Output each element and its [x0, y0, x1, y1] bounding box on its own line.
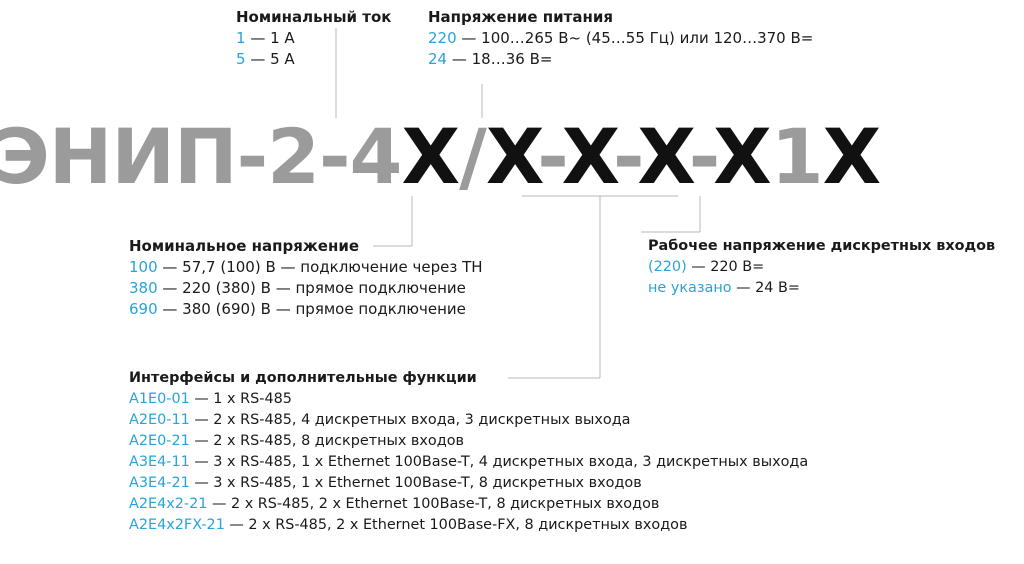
option-row: 380 — 220 (380) В — прямое подключение [129, 278, 483, 299]
option-desc: — 5 А [245, 50, 295, 68]
option-code: A1E0-01 [129, 391, 190, 407]
supply-block: Напряжение питания 220 — 100…265 В~ (45…… [428, 7, 813, 70]
option-desc: — 3 x RS-485, 1 x Ethernet 100Base-T, 4 … [189, 454, 809, 470]
code-x-voltage: X [561, 112, 614, 201]
current-title: Номинальный ток [236, 8, 392, 26]
discrete-block: Рабочее напряжение дискретных входов (22… [648, 236, 995, 299]
option-row: 5 — 5 А [236, 49, 391, 70]
option-desc: — 1 А [245, 29, 295, 47]
supply-title: Напряжение питания [428, 8, 613, 26]
code-dash: - [613, 112, 638, 201]
interfaces-title: Интерфейсы и дополнительные функции [129, 370, 477, 386]
code-prefix: ЭНИП-2-4 [0, 112, 402, 201]
option-code: 1 [236, 29, 246, 47]
option-desc: — 100…265 В~ (45…55 Гц) или 120…370 В= [456, 29, 814, 47]
option-row: A3E4-11 — 3 x RS-485, 1 x Ethernet 100Ba… [129, 452, 808, 473]
option-desc: — 220 В= [686, 259, 765, 275]
option-code: A2E4x2FX-21 [129, 517, 225, 533]
option-code: A2E0-21 [129, 433, 190, 449]
option-row: A2E4x2FX-21 — 2 x RS-485, 2 x Ethernet 1… [129, 515, 808, 536]
option-row: 24 — 18…36 В= [428, 49, 813, 70]
code-x-supply: X [485, 112, 538, 201]
option-code: (220) [648, 259, 687, 275]
option-row: (220) — 220 В= [648, 257, 995, 278]
option-row: 1 — 1 А [236, 28, 391, 49]
option-code: 380 [129, 279, 158, 297]
option-desc: — 2 x RS-485, 8 дискретных входов [189, 433, 464, 449]
option-desc: — 2 x RS-485, 2 x Ethernet 100Base-T, 8 … [207, 496, 660, 512]
voltage-block: Номинальное напряжение 100 — 57,7 (100) … [129, 236, 483, 320]
part-code: ЭНИП-2-4X/X-X-X-X1X [0, 112, 882, 202]
option-row: 690 — 380 (690) В — прямое подключение [129, 299, 483, 320]
option-desc: — 24 В= [731, 280, 800, 296]
option-code: 24 [428, 50, 448, 68]
option-row: A2E0-11 — 2 x RS-485, 4 дискретных входа… [129, 410, 808, 431]
discrete-title: Рабочее напряжение дискретных входов [648, 238, 996, 254]
option-desc: — 57,7 (100) В — подключение через ТН [157, 258, 483, 276]
code-slash: / [459, 112, 487, 201]
option-code: 220 [428, 29, 457, 47]
code-one: 1 [770, 112, 824, 201]
option-row: 220 — 100…265 В~ (45…55 Гц) или 120…370 … [428, 28, 813, 49]
interfaces-block: Интерфейсы и дополнительные функции A1E0… [129, 368, 808, 536]
option-code: A2E4x2-21 [129, 496, 208, 512]
option-desc: — 3 x RS-485, 1 x Ethernet 100Base-T, 8 … [189, 475, 642, 491]
option-row: не указано — 24 В= [648, 278, 995, 299]
code-x-interface-2: X [713, 112, 772, 201]
option-code: не указано [648, 280, 732, 296]
code-x-current: X [401, 112, 460, 201]
option-row: A2E0-21 — 2 x RS-485, 8 дискретных входо… [129, 431, 808, 452]
code-x-discrete: X [822, 112, 882, 201]
code-dash: - [688, 112, 714, 201]
option-code: A3E4-21 [129, 475, 190, 491]
option-code: 5 [236, 50, 246, 68]
option-row: A2E4x2-21 — 2 x RS-485, 2 x Ethernet 100… [129, 494, 808, 515]
option-desc: — 18…36 В= [447, 50, 553, 68]
option-row: A1E0-01 — 1 x RS-485 [129, 389, 808, 410]
option-desc: — 220 (380) В — прямое подключение [157, 279, 466, 297]
voltage-title: Номинальное напряжение [129, 237, 360, 255]
option-code: 100 [129, 258, 158, 276]
option-code: A3E4-11 [129, 454, 190, 470]
option-code: A2E0-11 [129, 412, 190, 428]
option-code: 690 [129, 300, 158, 318]
code-dash: - [537, 112, 562, 201]
option-desc: — 2 x RS-485, 2 x Ethernet 100Base-FX, 8… [224, 517, 688, 533]
option-desc: — 380 (690) В — прямое подключение [157, 300, 466, 318]
current-block: Номинальный ток 1 — 1 А 5 — 5 А [236, 7, 391, 70]
option-desc: — 1 x RS-485 [189, 391, 292, 407]
option-row: 100 — 57,7 (100) В — подключение через Т… [129, 257, 483, 278]
option-row: A3E4-21 — 3 x RS-485, 1 x Ethernet 100Ba… [129, 473, 808, 494]
code-x-interface-1: X [637, 112, 689, 201]
option-desc: — 2 x RS-485, 4 дискретных входа, 3 диск… [189, 412, 631, 428]
